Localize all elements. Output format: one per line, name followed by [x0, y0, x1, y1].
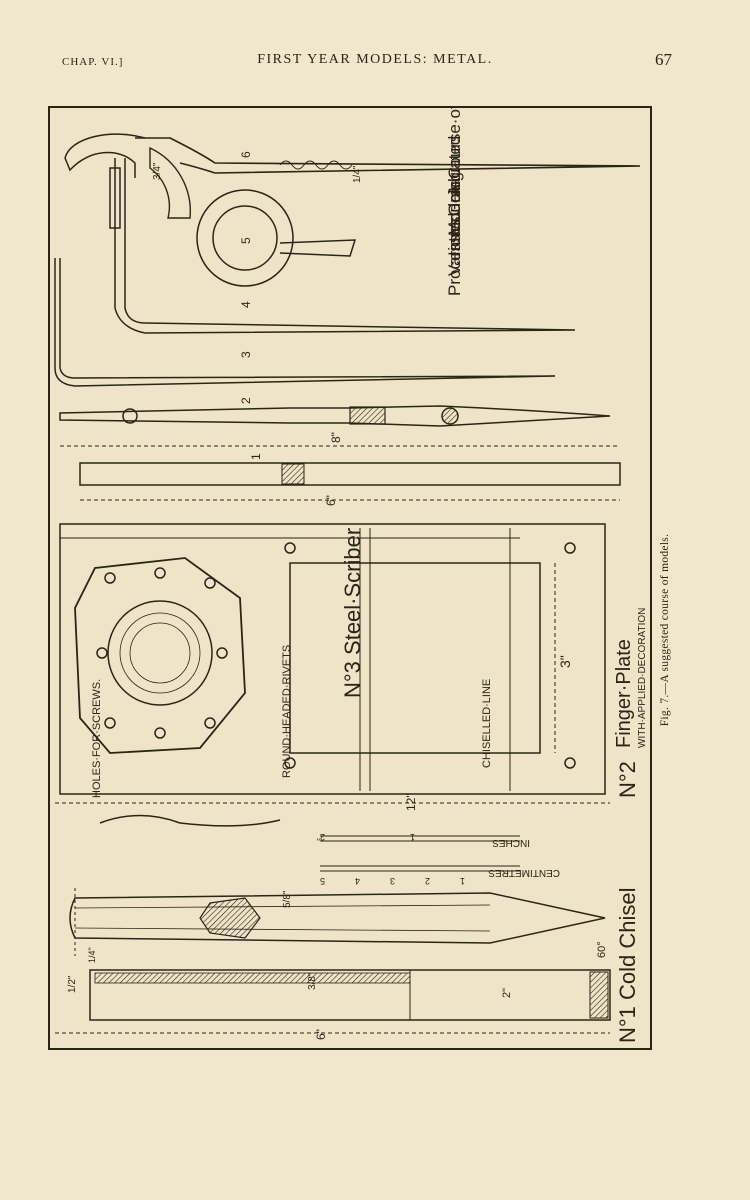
inch-tick-1: 1 [410, 832, 415, 842]
tool-model-4 [114, 158, 576, 334]
running-title: FIRST YEAR MODELS: METAL. [257, 52, 493, 67]
tool-model-3 [54, 258, 556, 387]
dim-quarter: 1/4" [352, 165, 363, 183]
figure-caption: Fig. 7.—A suggested course of models. [655, 480, 675, 780]
dim-6in: 6" [324, 495, 338, 506]
dim-8in: 8" [329, 432, 343, 443]
model-2-title: N°2 [615, 761, 640, 798]
dim-60deg: 60° [596, 941, 608, 958]
course-title-line-6: Processes. [445, 212, 464, 296]
step-label-4: 4 [239, 301, 253, 308]
figure-caption-text: Fig. 7.—A suggested course of models. [659, 533, 671, 727]
inch-tick-2: 2" [317, 832, 325, 842]
page-number: 67 [655, 50, 672, 69]
label-holes-for-screws: HOLES·FOR·SCREWS. [91, 679, 103, 798]
cm-tick-3: 3 [390, 876, 395, 886]
dim-five-eighths: 5/8" [282, 890, 293, 908]
dim-three-eighths: 3/8" [307, 972, 318, 990]
model-2-subtitle: WITH·APPLIED·DECORATION [637, 608, 648, 748]
split-ring-piece [149, 146, 192, 219]
figure-plate: 6 5 4 3 2 1 8" 6" 3/4" 1/4" A·Course·of … [48, 104, 652, 1050]
scriber-model-2 [59, 405, 611, 427]
step-label-6: 6 [239, 151, 253, 158]
scriber-section [54, 133, 641, 501]
course-title-line-3: Models.. [445, 172, 464, 236]
finger-plate [55, 523, 610, 804]
chapter-label: CHAP. VI.] [62, 56, 124, 68]
cm-tick-4: 4 [355, 876, 360, 886]
model-3-title: N°3 Steel·Scriber [340, 528, 365, 698]
figure-drawing: 6 5 4 3 2 1 8" 6" 3/4" 1/4" A·Course·of … [54, 104, 648, 1043]
course-title-line-5: Various.. [445, 210, 464, 276]
octagon-boss [74, 557, 246, 754]
model-1-title: N°1 Cold Chisel [615, 887, 640, 1043]
step-label-1: 1 [249, 453, 263, 460]
bar-model-1 [79, 462, 621, 486]
ruler-centimetres-label: CENTIMETRES [488, 867, 560, 878]
model-2-name: Finger·Plate [613, 639, 635, 748]
cm-tick-5: 5 [320, 876, 325, 886]
course-title-line-2: Graduated [445, 136, 464, 216]
dim-quarter-b: 1/4" [87, 947, 97, 963]
step-label-2: 2 [239, 397, 253, 404]
dim-3in: 3" [557, 655, 573, 668]
hook-model-6 [64, 133, 146, 178]
label-chiselled-line: CHISELLED·LINE [481, 679, 493, 768]
cold-chisel [55, 888, 611, 1034]
dim-half: 1/2" [67, 975, 78, 993]
running-head: CHAP. VI.] FIRST YEAR MODELS: METAL. 67 [0, 50, 750, 74]
course-title-line-1: A·Course·of [445, 108, 464, 196]
label-round-headed-rivets: ROUND·HEADED·RIVETS [281, 645, 293, 778]
rulers [99, 814, 520, 872]
course-title-block: A·Course·of Graduated Models.. Introduci… [445, 104, 464, 296]
ruler-inches-label: INCHES [492, 837, 530, 848]
dim-12in: 12" [404, 793, 418, 811]
dim-6in-b: 6" [314, 1029, 328, 1040]
cm-tick-1: 1 [460, 876, 465, 886]
dim-three-quarter: 3/4" [152, 162, 163, 180]
cm-tick-2: 2 [425, 876, 430, 886]
ring-model-5 [196, 189, 294, 287]
step-label-5: 5 [239, 237, 253, 244]
step-label-3: 3 [239, 351, 253, 358]
dim-2in: 2" [501, 988, 513, 998]
course-title-line-4: Introducing [445, 172, 464, 256]
